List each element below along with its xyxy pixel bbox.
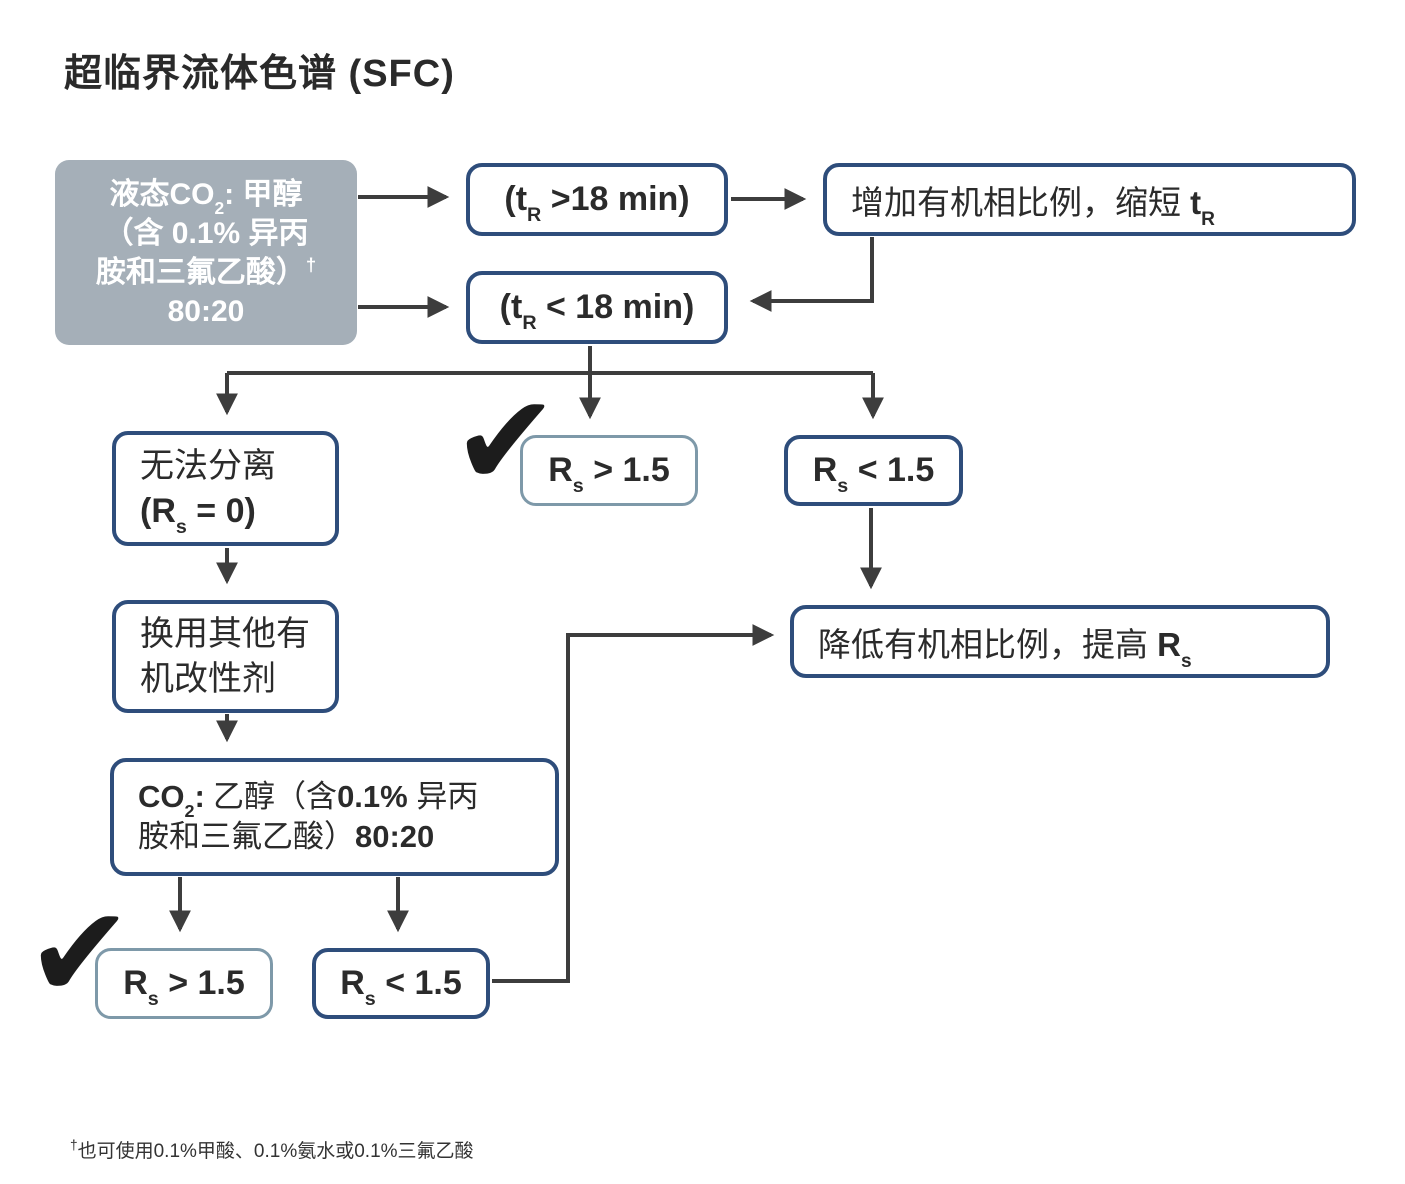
footnote: †也可使用0.1%甲酸、0.1%氨水或0.1%三氟乙酸 [70, 1137, 474, 1162]
node-liquid-co2-methanol: 液态CO2: 甲醇 （含 0.1% 异丙 胺和三氟乙酸）† 80:20 [55, 160, 357, 345]
node-co2-ethanol: CO2:: 乙醇（含0.1% 异丙 胺和三氟乙酸）80:20 [110, 758, 559, 876]
node-rs-fail-bottom: Rs < 1.5 [312, 948, 490, 1019]
node-rs-pass-top: Rs > 1.5 [520, 435, 698, 506]
node-rs-fail-top: Rs < 1.5 [784, 435, 963, 506]
node-tr-less-18: (tR < 18 min) [466, 271, 728, 344]
node-rs-pass-bottom: Rs > 1.5 [95, 948, 273, 1019]
node-switch-modifier: 换用其他有 机改性剂 [112, 600, 339, 713]
page-title: 超临界流体色谱 (SFC) [64, 53, 455, 95]
node-decrease-organic: 降低有机相比例，提高 Rs [790, 605, 1330, 678]
node-increase-organic: 增加有机相比例，缩短 tR [823, 163, 1356, 236]
checkmark-icon-top: ✔ [452, 367, 560, 516]
node-tr-greater-18: (tR >18 min) [466, 163, 728, 236]
checkmark-icon-bottom: ✔ [26, 879, 134, 1028]
dagger-symbol: † [70, 1137, 78, 1153]
arrow-increase-to-trlt18 [749, 237, 874, 312]
node-no-separation: 无法分离 (Rs = 0) [112, 431, 339, 546]
